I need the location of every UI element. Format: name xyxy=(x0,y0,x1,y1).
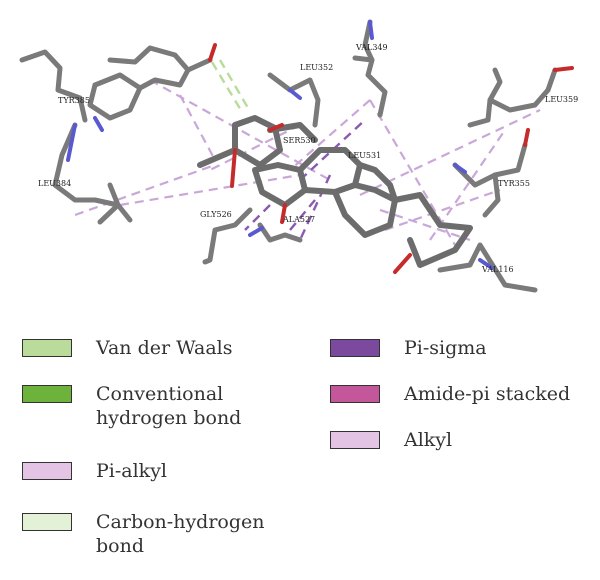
legend-item-alkyl: Alkyl xyxy=(330,428,452,452)
label-leu359: LEU359 xyxy=(545,95,578,104)
legend-label-alkyl: Alkyl xyxy=(404,428,452,452)
label-val349: VAL349 xyxy=(355,43,388,52)
legend-item-carbon-hydrogen-bond: Carbon-hydrogen bond xyxy=(22,510,265,558)
label-ala527: ALA527 xyxy=(282,215,315,224)
legend-swatch-carbon-hydrogen-bond xyxy=(22,513,72,531)
ligand-sticks xyxy=(200,118,470,265)
label-leu531: LEU531 xyxy=(348,151,381,160)
legend-label-conventional-hydrogen-bond: Conventional hydrogen bond xyxy=(96,382,241,430)
legend-label-pi-sigma: Pi-sigma xyxy=(404,336,487,360)
label-tyr355: TYR355 xyxy=(498,179,530,188)
legend-label-amide-pi-stacked: Amide-pi stacked xyxy=(404,382,570,406)
legend-item-van-der-waals: Van der Waals xyxy=(22,336,232,360)
legend-label-carbon-hydrogen-bond: Carbon-hydrogen bond xyxy=(96,510,265,558)
legend-swatch-pi-sigma xyxy=(330,339,380,357)
label-ser530: SER530 xyxy=(283,136,316,145)
label-leu352: LEU352 xyxy=(300,63,333,72)
legend-item-conventional-hydrogen-bond: Conventional hydrogen bond xyxy=(22,382,241,430)
molecule-3d-view: TYR385 LEU384 LEU352 VAL349 SER530 LEU53… xyxy=(0,0,600,300)
legend-swatch-amide-pi-stacked xyxy=(330,385,380,403)
label-gly526: GLY526 xyxy=(200,210,232,219)
legend-item-amide-pi-stacked: Amide-pi stacked xyxy=(330,382,570,406)
legend-label-pi-alkyl: Pi-alkyl xyxy=(96,459,167,483)
label-val116: VAL116 xyxy=(481,265,514,274)
legend-item-pi-alkyl: Pi-alkyl xyxy=(22,459,167,483)
legend-label-van-der-waals: Van der Waals xyxy=(96,336,232,360)
van-der-waals-dashed-lines xyxy=(212,60,248,112)
legend-swatch-pi-alkyl xyxy=(22,462,72,480)
label-leu384: LEU384 xyxy=(38,179,71,188)
legend-swatch-alkyl xyxy=(330,431,380,449)
legend-swatch-van-der-waals xyxy=(22,339,72,357)
legend-item-pi-sigma: Pi-sigma xyxy=(330,336,487,360)
legend-swatch-conventional-hydrogen-bond xyxy=(22,385,72,403)
label-tyr385: TYR385 xyxy=(58,96,90,105)
